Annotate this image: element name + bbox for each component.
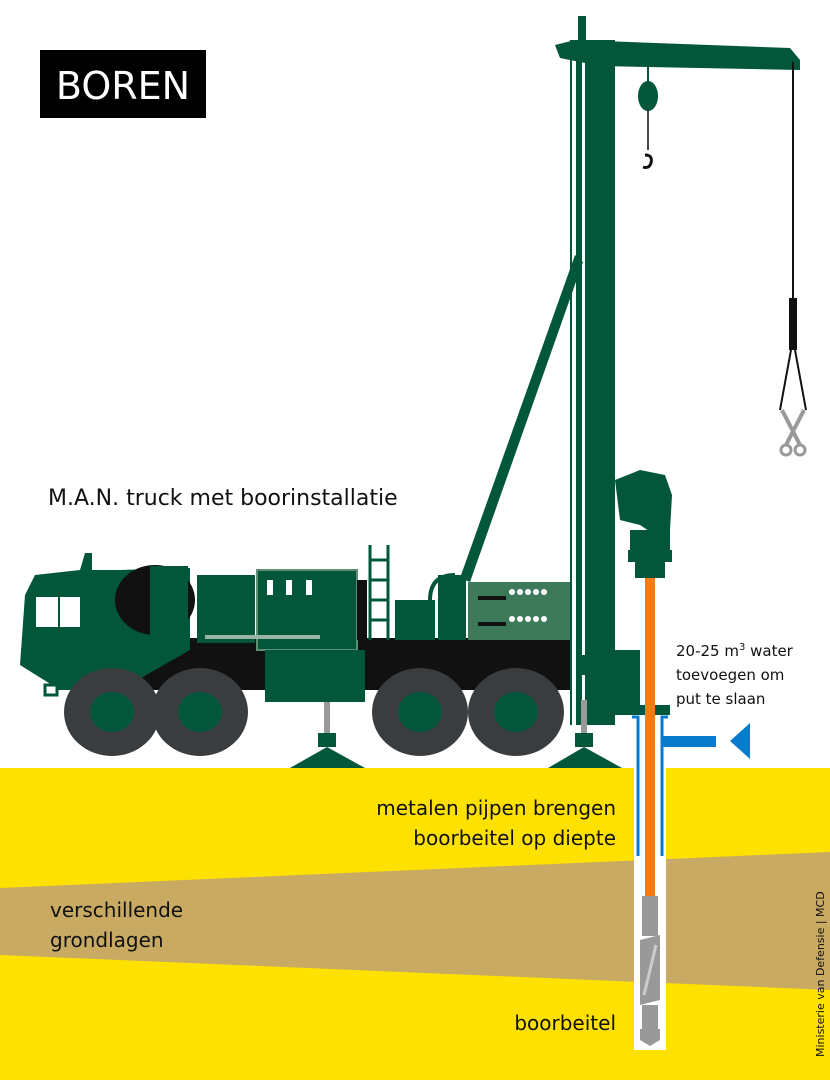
- truck-label: M.A.N. truck met boorinstallatie: [48, 486, 398, 511]
- page-title: BOREN: [56, 64, 190, 108]
- water-label-line2: toevoegen om: [676, 666, 784, 684]
- water-label-line1: 20-25 m3 water: [676, 642, 794, 660]
- outriggers: [290, 700, 622, 768]
- credit: Ministerie van Defensie | MCD: [814, 891, 827, 1057]
- hoist-hook-icon: [638, 60, 658, 169]
- drill-bit: [640, 896, 660, 1046]
- layers-label-line2: grondlagen: [50, 928, 164, 952]
- cable-tongs: [779, 62, 807, 457]
- bit-label: boorbeitel: [514, 1011, 616, 1035]
- layers-label-line1: verschillende: [50, 898, 183, 922]
- wheels: [64, 668, 564, 756]
- drill-pipe: [645, 578, 655, 896]
- ground-layer-brown: [0, 852, 830, 990]
- truck: [20, 545, 570, 702]
- water-label-line3: put te slaan: [676, 690, 765, 708]
- pipes-label-line2: boorbeitel op diepte: [413, 826, 616, 850]
- pipes-label-line1: metalen pijpen brengen: [376, 796, 616, 820]
- water-inlet-pipe: [662, 736, 716, 747]
- water-arrow-icon: [730, 723, 750, 759]
- casing-pipes: [632, 715, 668, 856]
- drill-head: [615, 470, 672, 578]
- title-box: [40, 50, 206, 118]
- drill-mast: [460, 16, 800, 725]
